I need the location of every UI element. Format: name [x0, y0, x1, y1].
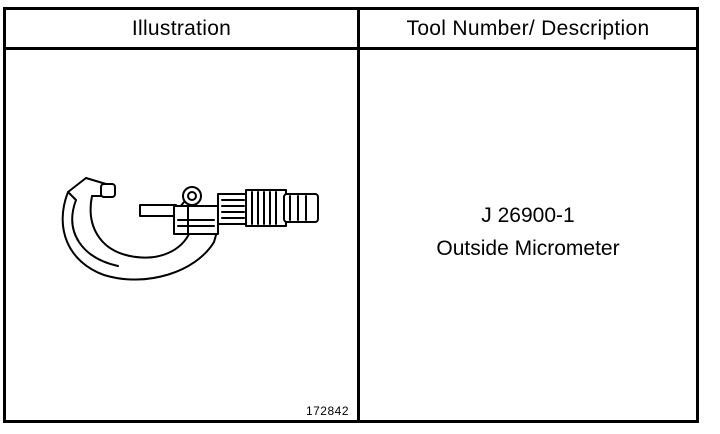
tool-description: Outside Micrometer [436, 237, 620, 260]
illustration-cell: 172842 [6, 50, 360, 420]
tool-number: J 26900-1 [481, 204, 575, 227]
outside-micrometer-icon [61, 177, 319, 281]
figure-number: 172842 [305, 404, 349, 418]
header-illustration: Illustration [6, 10, 360, 50]
tool-description-cell: J 26900-1 Outside Micrometer [360, 50, 696, 420]
tool-table: Illustration Tool Number/ Description [3, 7, 699, 423]
header-tool-number-description: Tool Number/ Description [360, 10, 696, 50]
